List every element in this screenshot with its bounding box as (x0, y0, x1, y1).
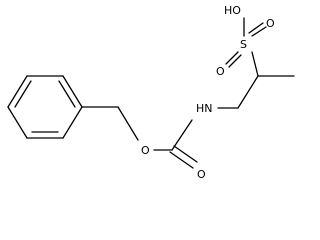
carbonyl-amine-bond (171, 119, 193, 151)
ch2-oxygen-bond (117, 106, 139, 141)
ring-bond (7, 75, 28, 108)
sulfonyl-double-bond (248, 22, 264, 34)
sulfonyl-oxygen-upper-label: O (266, 17, 275, 30)
sulfonyl-double-bond (228, 54, 242, 68)
benzene-ring (7, 75, 83, 139)
ring-double-bond (58, 80, 76, 108)
ring-double-bond (14, 80, 32, 108)
ring-bond (62, 106, 83, 139)
carbonyl-oxygen-label: O (197, 168, 206, 181)
ring-bond (7, 106, 28, 139)
carbonyl-double-bond (173, 145, 198, 163)
sulfonyl-oxygen-lower-label: O (216, 65, 225, 78)
ch-sulfur-bond (251, 51, 259, 77)
ring-bond (62, 75, 83, 108)
amine-label: HN (196, 102, 213, 115)
ch2-ch-bond (237, 75, 259, 109)
sulfonyl-double-bond (251, 26, 267, 37)
carbonyl-double-bond (169, 151, 194, 169)
chemical-structure: HO S O O HN O O (7, 4, 295, 181)
ester-oxygen-label: O (141, 144, 150, 157)
sulfur-label: S (240, 38, 247, 51)
hydroxyl-label: HO (224, 4, 241, 17)
sulfonyl-double-bond (225, 51, 239, 65)
